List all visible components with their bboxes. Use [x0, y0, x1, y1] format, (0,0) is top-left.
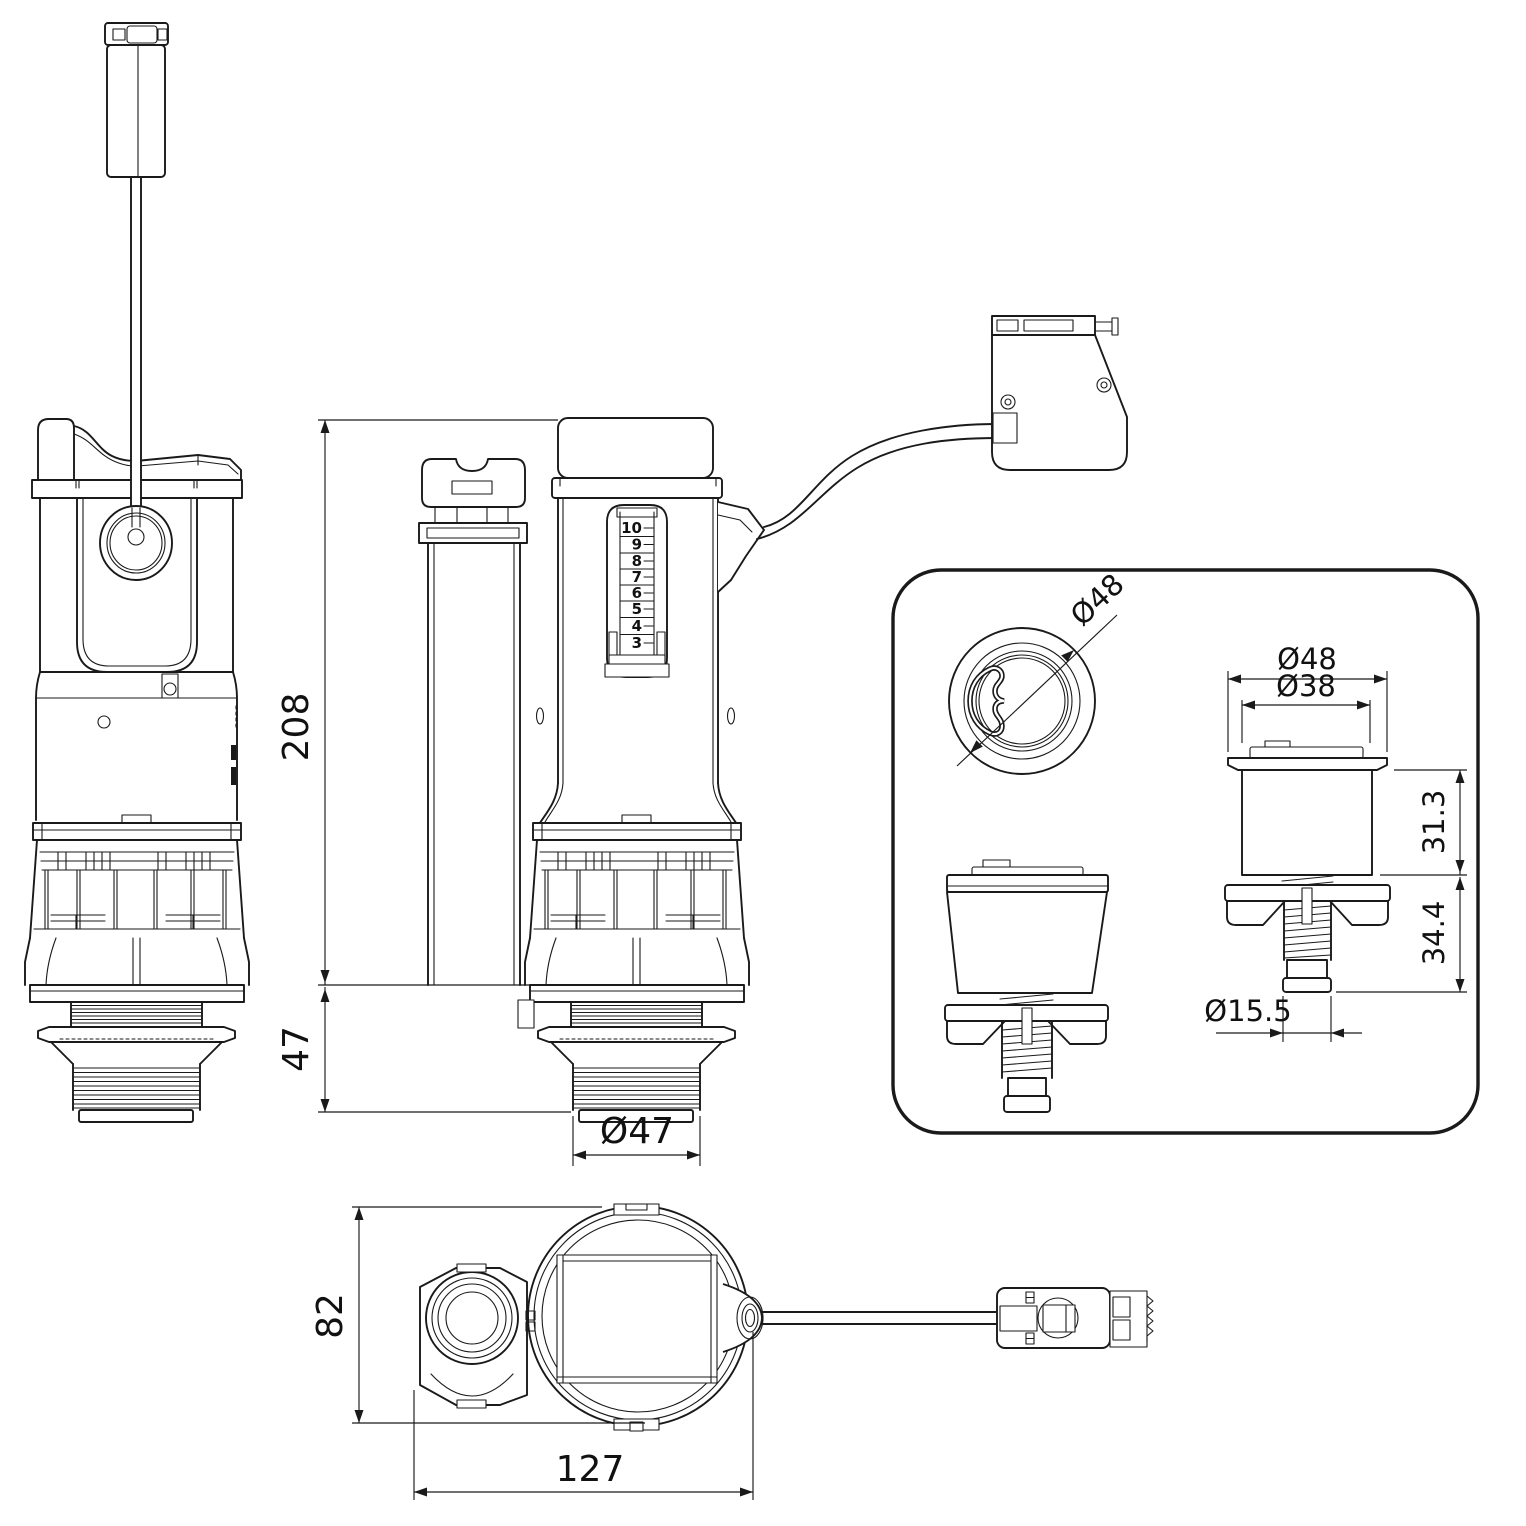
- valve-body-side: [535, 417, 739, 827]
- cable-actuator: [756, 315, 1128, 540]
- dim-text-button-height-above: 31.3: [1417, 790, 1451, 855]
- dim-button-body-diameter: Ø38: [1241, 669, 1371, 743]
- scale-label-6: 6: [632, 584, 642, 602]
- dim-text-total-height: 208: [276, 693, 317, 762]
- mount-clip: [517, 999, 535, 1029]
- front-base: [24, 814, 250, 1123]
- valve-mid-body: [35, 671, 238, 821]
- cable-upper: [763, 423, 999, 528]
- front-view: [24, 22, 250, 1123]
- cable-top-view: [761, 1311, 998, 1325]
- dim-text-button-body-diameter: Ø38: [1276, 669, 1336, 703]
- dim-text-button-top-diameter: Ø48: [1064, 567, 1131, 633]
- lift-rod: [130, 176, 142, 509]
- cable-connector-top: [996, 1287, 1154, 1349]
- scale-label-7: 7: [632, 568, 642, 586]
- cable-entry: [992, 412, 1018, 444]
- dim-text-button-flange-diameter: Ø48: [1277, 642, 1337, 676]
- side-view: 10 9 8 7 6 5 4 3: [418, 417, 765, 1123]
- button-side-view-dimensioned: [1224, 740, 1391, 993]
- actuator-box: [991, 315, 1128, 471]
- dim-text-base-width: 127: [556, 1449, 625, 1490]
- screw-hole: [1000, 394, 1016, 410]
- cable-outlet-top: [722, 1283, 998, 1353]
- cable-bracket: [717, 501, 765, 593]
- dim-button-flange-diameter: Ø48: [1227, 642, 1388, 752]
- top-view: [419, 1203, 1154, 1432]
- scale-label-9: 9: [632, 536, 642, 554]
- overflow-tube: [427, 542, 521, 986]
- scale-label-3: 3: [632, 634, 642, 652]
- dim-outlet-thread-diameter: Ø47: [572, 1111, 701, 1166]
- dim-text-button-shaft-diameter: Ø15.5: [1204, 994, 1291, 1028]
- scale-label-10: 10: [621, 519, 642, 537]
- dim-text-outlet-thread-diameter: Ø47: [600, 1111, 674, 1152]
- scale-label-8: 8: [632, 552, 642, 570]
- button-detail-panel: Ø48 Ø48 Ø38 31.3 34.4: [891, 567, 1480, 1135]
- dim-button-shaft-diameter: Ø15.5: [1204, 994, 1362, 1042]
- dim-thread-length: 47: [276, 987, 571, 1113]
- lift-rod-handle: [104, 22, 169, 178]
- locking-pin: [1021, 1007, 1033, 1045]
- plunger-pin: [1094, 321, 1113, 332]
- dim-base-width: 127: [413, 1332, 754, 1500]
- float-chamber: [39, 176, 234, 673]
- detail-border: [891, 568, 1480, 1135]
- dim-text-thread-length: 47: [276, 1026, 317, 1072]
- dim-button-top-diameter: Ø48: [956, 567, 1131, 767]
- dim-text-base-depth: 82: [310, 1293, 351, 1339]
- overflow-float-cup: [418, 458, 528, 986]
- button-top-view: [948, 627, 1096, 775]
- scale-label-5: 5: [632, 600, 642, 618]
- valve-body-top: [527, 1203, 749, 1432]
- dim-total-height: 208: [276, 419, 558, 986]
- flush-volume-scale: 10 9 8 7 6 5 4 3: [604, 504, 670, 678]
- dim-button-height-below: 34.4: [1336, 877, 1467, 993]
- dim-base-depth: 82: [310, 1206, 645, 1424]
- inlet-nut: [419, 1263, 536, 1409]
- locking-pin: [1301, 887, 1313, 925]
- scale-label-4: 4: [632, 617, 642, 635]
- side-base: [524, 814, 750, 1123]
- cable-lower: [756, 437, 999, 540]
- button-side-view-plain: [944, 859, 1109, 1113]
- dim-button-height-above: 31.3: [1380, 769, 1467, 876]
- dim-text-button-height-below: 34.4: [1417, 901, 1451, 966]
- screw-hole: [1096, 377, 1112, 393]
